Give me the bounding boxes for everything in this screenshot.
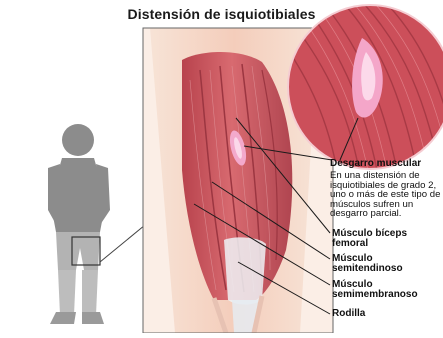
label-knee: Rodilla	[332, 309, 365, 319]
label-biceps-femoral: Músculo bíceps femoral	[332, 229, 412, 249]
label-tear-description: En una distensión de isquiotibiales de g…	[330, 171, 443, 219]
zoom-connector	[100, 225, 145, 262]
label-semitendinosus: Músculo semitendinoso	[332, 254, 412, 274]
person-silhouette	[48, 124, 110, 324]
label-muscle-tear: Desgarro muscular	[330, 159, 421, 169]
knee-bone	[224, 237, 266, 304]
label-semimembranosus: Músculo semimembranoso	[332, 280, 442, 300]
diagram-title: Distensión de isquiotibiales	[0, 6, 443, 22]
